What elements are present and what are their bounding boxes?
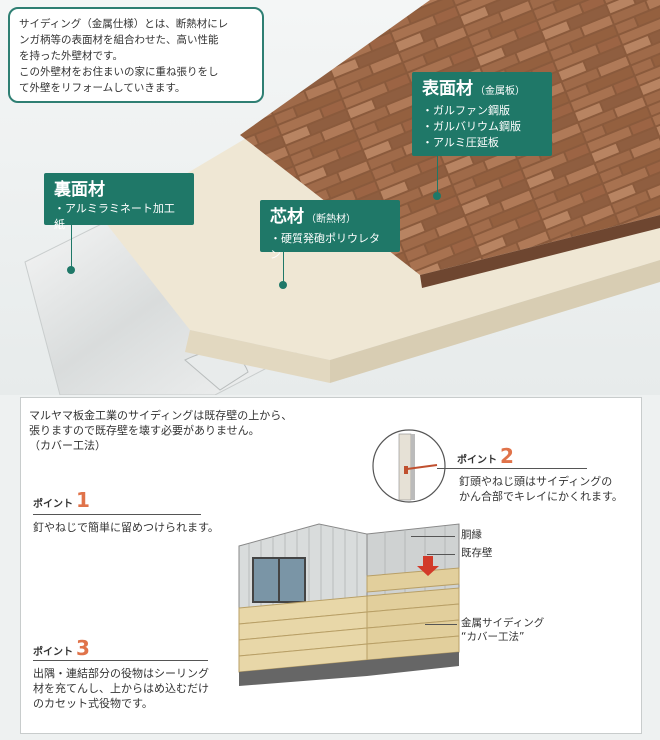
cover-intro-line: 張りますので既存壁を壊す必要がありません。 xyxy=(29,424,260,437)
point3-number: 3 xyxy=(76,636,90,660)
core-edge xyxy=(185,330,330,383)
siding-leader xyxy=(425,624,457,625)
point3-line: 材を充てんし、上からはめ込むだけ xyxy=(33,682,209,695)
point3-text: 出隅・連結部分の役物はシーリング 材を充てんし、上からはめ込むだけ のカセット式… xyxy=(33,666,223,711)
back-title: 裏面材 xyxy=(54,180,105,200)
point3-line: 出隅・連結部分の役物はシーリング xyxy=(33,667,209,680)
siding-callout-line: 金属サイディング xyxy=(461,617,545,629)
point2-line: かん合部でキレイにかくれます。 xyxy=(459,490,623,503)
intro-line: この外壁材をお住まいの家に重ね張りをし xyxy=(19,66,219,78)
cover-intro-line: マルヤマ板金工業のサイディングは既存壁の上から、 xyxy=(29,409,293,422)
core-edge-right xyxy=(330,260,660,383)
core-note: （断熱材） xyxy=(306,214,356,225)
siding-callout-line: “カバー工法” xyxy=(461,631,525,643)
point-label: ポイント xyxy=(33,499,73,510)
back-dot xyxy=(67,266,75,274)
existing-wall-callout: 既存壁 xyxy=(461,547,493,559)
house-cover-illustration xyxy=(238,523,460,686)
intro-line: サイディング（金属仕様）とは、断熱材にレ xyxy=(19,18,229,30)
core-dot xyxy=(279,281,287,289)
nail-detail-circle xyxy=(372,429,446,503)
point2-line: 釘頭やねじ頭はサイディングの xyxy=(459,475,613,488)
furring-leader xyxy=(411,536,455,537)
core-title: 芯材 xyxy=(270,207,304,227)
cover-intro-line: （カバー工法） xyxy=(29,439,106,452)
surface-item: ・ガルバリウム鋼版 xyxy=(422,120,521,133)
product-structure-area: サイディング（金属仕様）とは、断熱材にレ ンガ柄等の表面材を組合わせた、高い性能… xyxy=(0,0,660,395)
point-label: ポイント xyxy=(457,455,497,466)
point2-underline xyxy=(437,468,587,469)
point2-text: 釘頭やねじ頭はサイディングの かん合部でキレイにかくれます。 xyxy=(459,474,623,504)
core-material-label: 芯材（断熱材） ・硬質発砲ポリウレタン xyxy=(260,200,400,261)
furring-callout: 胴縁 xyxy=(461,529,482,541)
intro-line: を持った外壁材です。 xyxy=(19,50,123,62)
core-item: ・硬質発砲ポリウレタン xyxy=(270,232,380,261)
point1-number: 1 xyxy=(76,488,90,512)
point1-text: 釘やねじで簡単に留めつけられます。 xyxy=(33,521,219,534)
core-leader xyxy=(283,252,284,282)
point1-underline xyxy=(33,514,201,515)
back-item: ・アルミラミネート加工紙 xyxy=(54,202,175,231)
intro-line: て外壁をリフォームしていきます。 xyxy=(19,82,186,94)
intro-description: サイディング（金属仕様）とは、断熱材にレ ンガ柄等の表面材を組合わせた、高い性能… xyxy=(8,7,264,103)
surface-dot xyxy=(433,192,441,200)
back-leader xyxy=(71,225,72,267)
surface-material-label: 表面材（金属板） ・ガルファン鋼版 ・ガルバリウム鋼版 ・アルミ圧延板 xyxy=(412,72,552,156)
surface-leader xyxy=(437,156,438,194)
brick-edge xyxy=(420,215,660,288)
point3-line: のカセット式役物です。 xyxy=(33,697,153,710)
surface-title: 表面材 xyxy=(422,79,473,99)
point2-number: 2 xyxy=(500,444,514,468)
point3-underline xyxy=(33,660,208,661)
existing-wall-leader xyxy=(427,554,455,555)
siding-callout: 金属サイディング “カバー工法” xyxy=(461,616,544,644)
point-label: ポイント xyxy=(33,647,73,658)
intro-line: ンガ柄等の表面材を組合わせた、高い性能 xyxy=(19,34,219,46)
surface-item: ・ガルファン鋼版 xyxy=(422,104,510,117)
surface-note: （金属板） xyxy=(475,86,525,97)
cover-method-panel: マルヤマ板金工業のサイディングは既存壁の上から、 張りますので既存壁を壊す必要が… xyxy=(20,397,642,734)
surface-item: ・アルミ圧延板 xyxy=(422,136,499,149)
cover-method-intro: マルヤマ板金工業のサイディングは既存壁の上から、 張りますので既存壁を壊す必要が… xyxy=(29,408,359,453)
back-material-label: 裏面材 ・アルミラミネート加工紙 xyxy=(44,173,194,231)
